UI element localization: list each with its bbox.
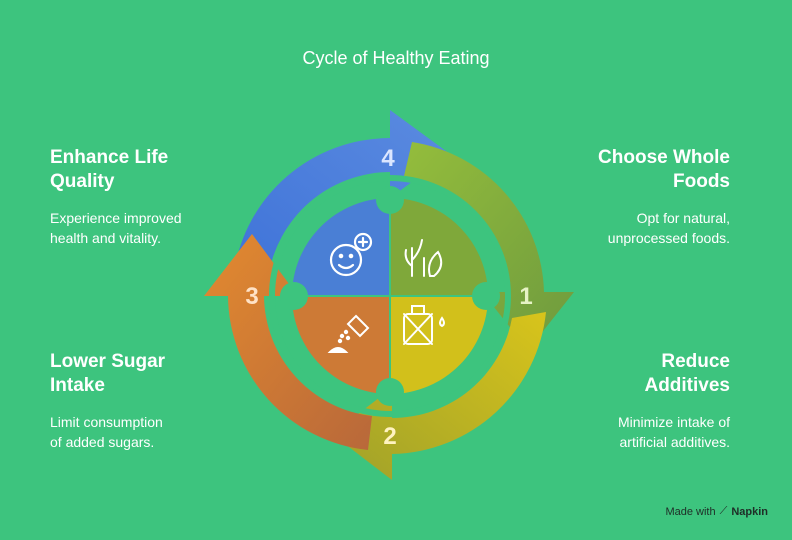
step-3-heading: Lower Sugar Intake xyxy=(50,350,240,398)
diagram-title: Cycle of Healthy Eating xyxy=(302,48,490,68)
step-2-text: Reduce Additives Minimize intake of arti… xyxy=(530,350,730,452)
step-3-text: Lower Sugar Intake Limit consumption of … xyxy=(50,350,240,452)
made-with-label: Made with xyxy=(665,505,716,518)
inner-circle xyxy=(280,186,500,406)
step-3-desc-line1: Limit consumption xyxy=(50,414,163,430)
leaves-icon xyxy=(404,239,443,277)
step-2-heading: Reduce Additives xyxy=(530,350,730,398)
step-3-number: 3 xyxy=(245,283,258,310)
step-3-heading-line1: Lower Sugar xyxy=(50,351,166,372)
inner-quadrant-3 xyxy=(292,296,390,394)
step-4-heading-line2: Quality xyxy=(50,171,115,192)
step-1-heading-line2: Foods xyxy=(673,171,730,192)
step-2-desc-line1: Minimize intake of xyxy=(617,414,730,430)
inner-quadrant-1 xyxy=(390,198,488,296)
step-3-desc-line2: of added sugars. xyxy=(50,434,155,450)
step-4-description: Experience improved health and vitality. xyxy=(50,208,240,248)
step-2-number: 2 xyxy=(383,423,396,450)
napkin-logo-icon: ⟋ xyxy=(719,505,728,517)
smiley-plus-icon xyxy=(329,232,373,277)
cycle-diagram: 4 1 2 3 xyxy=(204,110,574,480)
step-1-desc-line1: Opt for natural, xyxy=(636,210,730,226)
arrow-step-2 xyxy=(332,312,546,480)
step-4-text: Enhance Life Quality Experience improved… xyxy=(50,146,240,248)
step-1-number: 1 xyxy=(519,283,532,310)
step-4-desc-line1: Experience improved xyxy=(50,210,182,226)
bottle-icon xyxy=(403,305,445,345)
step-2-heading-line2: Additives xyxy=(644,375,730,396)
step-3-heading-line2: Intake xyxy=(50,375,105,396)
step-1-text: Choose Whole Foods Opt for natural, unpr… xyxy=(530,146,730,248)
step-1-heading: Choose Whole Foods xyxy=(530,146,730,194)
arrow-step-3 xyxy=(204,234,372,450)
footer: Made with ⟋ Napkin xyxy=(665,505,768,518)
step-2-description: Minimize intake of artificial additives. xyxy=(530,412,730,452)
arrow-step-4 xyxy=(234,110,450,278)
inner-quadrant-2 xyxy=(390,296,488,394)
step-1-heading-line1: Choose Whole xyxy=(598,147,730,168)
step-4-desc-line2: health and vitality. xyxy=(50,230,162,246)
step-4-heading-line1: Enhance Life xyxy=(50,147,169,168)
step-1-description: Opt for natural, unprocessed foods. xyxy=(530,208,730,248)
step-2-desc-line2: artificial additives. xyxy=(619,434,731,450)
step-4-heading: Enhance Life Quality xyxy=(50,146,240,194)
step-1-desc-line2: unprocessed foods. xyxy=(607,230,730,246)
brand-name: Napkin xyxy=(731,505,768,518)
arrow-step-1 xyxy=(404,142,574,350)
step-4-number: 4 xyxy=(381,145,395,172)
step-3-description: Limit consumption of added sugars. xyxy=(50,412,240,452)
step-2-heading-line1: Reduce xyxy=(661,351,730,372)
sugar-shaker-icon xyxy=(327,314,370,353)
inner-quadrant-4 xyxy=(292,198,390,296)
